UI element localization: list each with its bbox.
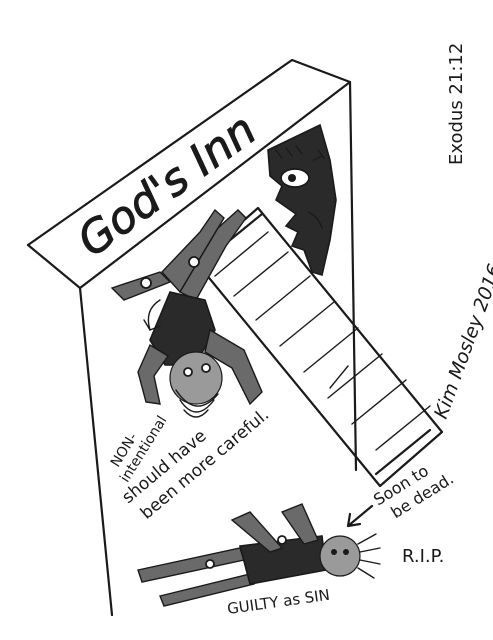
fallen-figure <box>137 503 381 607</box>
guilty-text: GUILTY as SIN <box>226 586 331 618</box>
building-outline <box>26 58 358 617</box>
signature-text: Kim Mosley 2016 <box>430 261 493 422</box>
dark-face <box>267 123 337 277</box>
arrow-to-body <box>346 504 374 528</box>
verse-text: Exodus 21:12 <box>446 43 467 165</box>
rip-text: R.I.P. <box>402 546 444 567</box>
soon-label: Soon to be dead. <box>370 461 457 522</box>
sign-text: God's Inn <box>68 104 265 267</box>
falling-figure <box>110 208 263 418</box>
